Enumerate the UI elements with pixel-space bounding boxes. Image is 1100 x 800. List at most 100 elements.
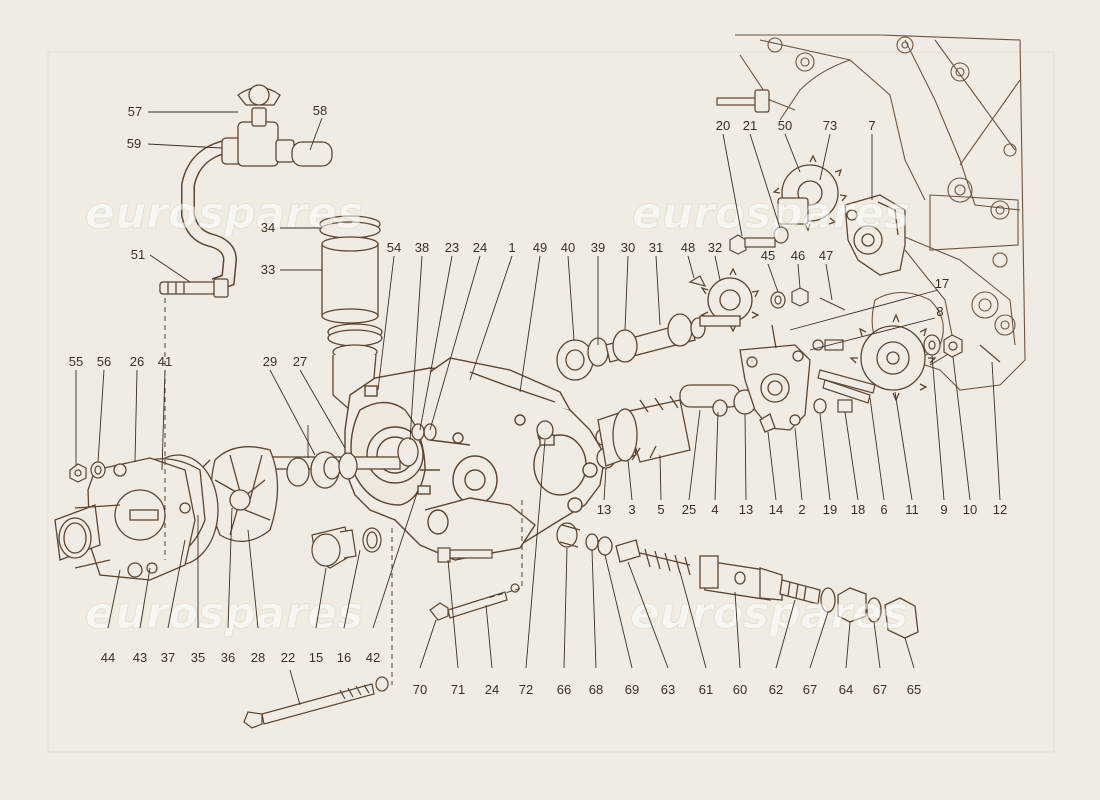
part-label-2: 2 xyxy=(798,502,805,517)
part-label-64: 64 xyxy=(839,682,853,697)
part-label-67: 67 xyxy=(803,682,817,697)
part-label-10: 10 xyxy=(963,502,977,517)
small-bolts-70-71-24 xyxy=(429,547,520,621)
part-label-44: 44 xyxy=(101,650,115,665)
engine-block-outline xyxy=(735,34,1026,391)
part-label-46: 46 xyxy=(791,248,805,263)
watermark-layer: eurospares eurospares eurospares eurospa… xyxy=(85,188,911,640)
dashed-assembly-lines xyxy=(164,298,523,685)
part-label-12: 12 xyxy=(993,502,1007,517)
watermark-text: eurospares xyxy=(85,588,363,639)
nuts-45-46-47-48 xyxy=(688,275,846,311)
part-label-4: 4 xyxy=(711,502,718,517)
part-label-24: 24 xyxy=(473,240,487,255)
part-label-1: 1 xyxy=(508,240,515,255)
part-label-31: 31 xyxy=(649,240,663,255)
drive-shaft-30-31 xyxy=(556,313,741,381)
part-label-61: 61 xyxy=(699,682,713,697)
pump-housing xyxy=(344,357,606,561)
part-label-70: 70 xyxy=(413,682,427,697)
part-label-56: 56 xyxy=(97,354,111,369)
paper-frame xyxy=(47,51,1055,753)
part-label-23: 23 xyxy=(445,240,459,255)
part-label-22: 22 xyxy=(281,650,295,665)
part-label-25: 25 xyxy=(682,502,696,517)
part-label-49: 49 xyxy=(533,240,547,255)
watermark-text: eurospares xyxy=(632,188,910,239)
tensioner-7 xyxy=(844,194,906,276)
part-label-13: 13 xyxy=(597,502,611,517)
part-label-41: 41 xyxy=(158,354,172,369)
part-label-51: 51 xyxy=(131,247,145,262)
stud-block xyxy=(716,89,770,113)
part-label-45: 45 xyxy=(761,248,775,263)
nut-55-56 xyxy=(69,461,106,483)
part-label-20: 20 xyxy=(716,118,730,133)
part-label-48: 48 xyxy=(681,240,695,255)
part-label-19: 19 xyxy=(823,502,837,517)
pump-shaft xyxy=(269,423,437,489)
part-label-27: 27 xyxy=(293,354,307,369)
part-label-5: 5 xyxy=(657,502,664,517)
part-label-7: 7 xyxy=(868,118,875,133)
part-label-66: 66 xyxy=(557,682,571,697)
part-label-65: 65 xyxy=(907,682,921,697)
part-label-62: 62 xyxy=(769,682,783,697)
part-label-43: 43 xyxy=(133,650,147,665)
part-label-57: 57 xyxy=(128,104,142,119)
part-label-59: 59 xyxy=(127,136,141,151)
part-label-63: 63 xyxy=(661,682,675,697)
washers-9-10-12 xyxy=(923,334,1001,363)
leader-lines xyxy=(75,111,1001,706)
part-label-37: 37 xyxy=(161,650,175,665)
part-label-21: 21 xyxy=(743,118,757,133)
part-label-29: 29 xyxy=(263,354,277,369)
part-label-3: 3 xyxy=(628,502,635,517)
part-label-68: 68 xyxy=(589,682,603,697)
drive-sprocket-50-73 xyxy=(772,154,848,232)
part-label-35: 35 xyxy=(191,650,205,665)
oil-pump-cover xyxy=(739,324,827,433)
part-label-71: 71 xyxy=(451,682,465,697)
bolt-20-washer-21 xyxy=(729,226,789,255)
heater-tap-assembly xyxy=(159,84,333,298)
part-label-50: 50 xyxy=(778,118,792,133)
part-label-13: 13 xyxy=(739,502,753,517)
part-label-26: 26 xyxy=(130,354,144,369)
part-label-17: 17 xyxy=(935,276,949,291)
part-label-18: 18 xyxy=(851,502,865,517)
part-label-8: 8 xyxy=(936,304,943,319)
part-label-16: 16 xyxy=(337,650,351,665)
part-label-67: 67 xyxy=(873,682,887,697)
part-label-14: 14 xyxy=(769,502,783,517)
part-label-15: 15 xyxy=(309,650,323,665)
part-label-55: 55 xyxy=(69,354,83,369)
long-bolt-22 xyxy=(243,676,389,729)
part-label-6: 6 xyxy=(880,502,887,517)
part-label-72: 72 xyxy=(519,682,533,697)
part-label-32: 32 xyxy=(708,240,722,255)
part-label-11: 11 xyxy=(905,502,919,517)
part-label-73: 73 xyxy=(823,118,837,133)
part-label-47: 47 xyxy=(819,248,833,263)
relief-valve-assembly xyxy=(556,522,919,639)
part-label-36: 36 xyxy=(221,650,235,665)
part-label-58: 58 xyxy=(313,103,327,118)
watermark-text: eurospares xyxy=(630,588,908,639)
part-label-69: 69 xyxy=(625,682,639,697)
oil-pump-gears xyxy=(536,384,757,469)
part-label-24: 24 xyxy=(485,682,499,697)
watermark-text: eurospares xyxy=(85,188,363,239)
part-label-9: 9 xyxy=(940,502,947,517)
part-label-60: 60 xyxy=(733,682,747,697)
part-label-28: 28 xyxy=(251,650,265,665)
union-fitting-15-16 xyxy=(311,526,382,569)
idler-sprocket-32 xyxy=(700,267,760,333)
part-label-40: 40 xyxy=(561,240,575,255)
impeller-and-cover xyxy=(54,446,279,581)
part-label-33: 33 xyxy=(261,262,275,277)
part-label-34: 34 xyxy=(261,220,275,235)
